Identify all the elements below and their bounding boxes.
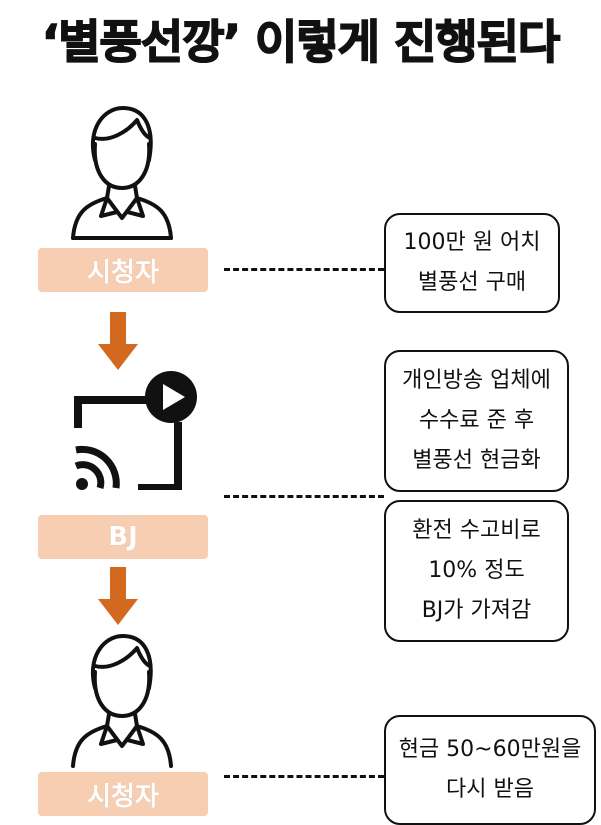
note-line: 다시 받음 (446, 777, 534, 802)
step-label-text: BJ (108, 522, 138, 552)
step-label-viewer-final: 시청자 (38, 772, 208, 816)
note-line: 별풍선 현금화 (412, 448, 541, 473)
step-label-bj: BJ (38, 515, 208, 559)
note-box: 환전 수고비로 10% 정도 BJ가 가져감 (384, 500, 569, 642)
cast-play-icon (74, 371, 197, 490)
dashed-connector (224, 495, 384, 498)
note-box: 100만 원 어치 별풍선 구매 (384, 213, 560, 313)
note-box: 개인방송 업체에 수수료 준 후 별풍선 현금화 (384, 350, 569, 492)
page-title: ‘별풍선깡’ 이렇게 진행된다 (41, 14, 561, 70)
note-line: 개인방송 업체에 (402, 368, 551, 393)
note-line: 별풍선 구매 (417, 270, 527, 295)
note-line: 10% 정도 (428, 558, 525, 583)
dashed-connector (224, 775, 384, 778)
step-label-viewer: 시청자 (38, 248, 208, 292)
dashed-connector (224, 268, 384, 271)
note-line: 환전 수고비로 (412, 518, 541, 543)
down-arrow-icon (98, 312, 138, 370)
person-icon (71, 106, 173, 240)
down-arrow-icon (98, 567, 138, 625)
note-line: BJ가 가져감 (421, 598, 532, 623)
note-line: 수수료 준 후 (418, 408, 535, 433)
note-line: 현금 50~60만원을 (398, 737, 582, 762)
person-icon (71, 634, 173, 768)
step-label-text: 시청자 (87, 257, 159, 288)
note-line: 100만 원 어치 (403, 230, 541, 255)
step-label-text: 시청자 (87, 781, 159, 812)
note-box: 현금 50~60만원을 다시 받음 (384, 715, 596, 825)
